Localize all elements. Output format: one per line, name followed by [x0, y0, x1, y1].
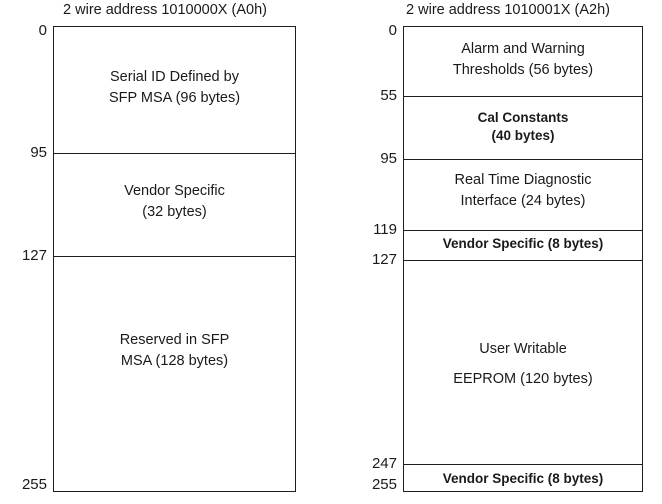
region-a2h-user-writable-eeprom-line-1: User Writable: [479, 341, 567, 357]
region-a0h-reserved-line-2: MSA (128 bytes): [120, 353, 229, 369]
region-a0h-serial-id-line-2: SFP MSA (96 bytes): [108, 90, 241, 106]
region-a2h-vendor-specific-lower: Vendor Specific (8 bytes): [404, 470, 642, 488]
region-a2h-cal-constants-line-2: (40 bytes): [491, 128, 555, 143]
memory-map-a0h-header: 2 wire address 1010000X (A0h): [63, 2, 267, 18]
region-a0h-serial-id: Serial ID Defined by SFP MSA (96 bytes): [54, 67, 295, 109]
address-label-a0h-95: 95: [30, 144, 47, 161]
region-a0h-vendor-specific-line-2: (32 bytes): [142, 204, 207, 220]
region-a2h-alarm-warning-thresholds-line-1: Alarm and Warning: [461, 41, 585, 57]
divider-a2h-127: [404, 260, 642, 261]
divider-a0h-95: [54, 153, 295, 154]
address-label-a2h-55: 55: [380, 87, 397, 104]
region-a2h-vendor-specific-upper: Vendor Specific (8 bytes): [404, 235, 642, 253]
region-a2h-real-time-diagnostic-interface: Real Time Diagnostic Interface (24 bytes…: [404, 170, 642, 212]
address-label-a0h-0: 0: [38, 22, 47, 39]
region-a0h-reserved: Reserved in SFP MSA (128 bytes): [54, 330, 295, 372]
address-label-a2h-127: 127: [371, 251, 397, 268]
memory-map-a2h-header: 2 wire address 1010001X (A2h): [406, 2, 610, 18]
divider-a2h-119: [404, 230, 642, 231]
region-a2h-vendor-specific-upper-line-1: Vendor Specific (8 bytes): [442, 236, 604, 251]
address-label-a2h-247: 247: [371, 455, 397, 472]
address-label-a2h-255: 255: [371, 476, 397, 493]
region-a2h-alarm-warning-thresholds-line-2: Thresholds (56 bytes): [452, 62, 594, 78]
divider-a2h-247: [404, 464, 642, 465]
region-a0h-vendor-specific-line-1: Vendor Specific: [124, 183, 225, 199]
address-label-a2h-0: 0: [388, 22, 397, 39]
region-a2h-user-writable-eeprom-line-2: EEPROM (120 bytes): [453, 371, 593, 387]
divider-a2h-55: [404, 96, 642, 97]
memory-block-a2h: Alarm and Warning Thresholds (56 bytes) …: [403, 26, 643, 492]
divider-a0h-127: [54, 256, 295, 257]
region-a2h-real-time-diagnostic-interface-line-2: Interface (24 bytes): [460, 193, 586, 209]
region-a0h-vendor-specific: Vendor Specific (32 bytes): [54, 181, 295, 223]
region-a2h-vendor-specific-lower-line-1: Vendor Specific (8 bytes): [442, 471, 604, 486]
address-label-a0h-255: 255: [21, 476, 47, 493]
region-a0h-reserved-line-1: Reserved in SFP: [119, 332, 230, 348]
address-label-a2h-95: 95: [380, 150, 397, 167]
divider-a2h-95: [404, 159, 642, 160]
region-a2h-real-time-diagnostic-interface-line-1: Real Time Diagnostic: [454, 172, 592, 188]
address-label-a0h-127: 127: [21, 247, 47, 264]
region-a2h-cal-constants: Cal Constants (40 bytes): [404, 109, 642, 145]
region-a0h-serial-id-line-1: Serial ID Defined by: [110, 69, 239, 85]
memory-block-a0h: Serial ID Defined by SFP MSA (96 bytes) …: [53, 26, 296, 492]
region-a2h-cal-constants-line-1: Cal Constants: [477, 110, 569, 125]
address-label-a2h-119: 119: [373, 221, 397, 238]
region-a2h-alarm-warning-thresholds: Alarm and Warning Thresholds (56 bytes): [404, 39, 642, 81]
region-a2h-user-writable-eeprom: User Writable EEPROM (120 bytes): [404, 334, 642, 394]
